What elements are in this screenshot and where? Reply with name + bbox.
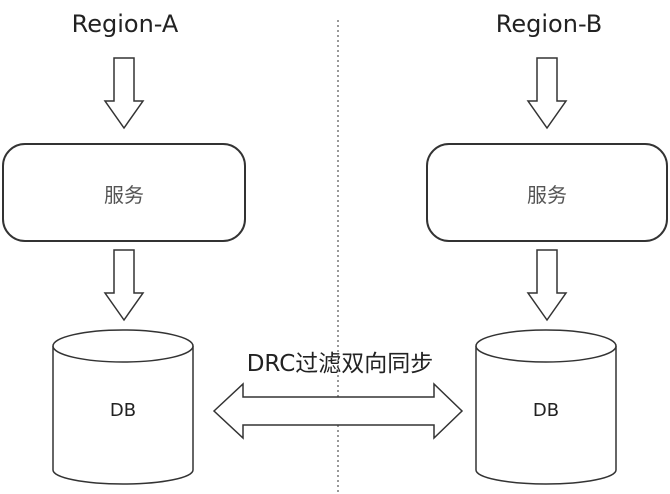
arrow-down-region-a-to-service: [103, 57, 145, 130]
arrow-down-service-to-db-a: [103, 249, 145, 322]
db-cylinder-b[interactable]: [475, 329, 617, 485]
region-b-title: Region-B: [495, 10, 603, 38]
db-b-label: DB: [532, 400, 560, 421]
sync-label: DRC过滤双向同步: [246, 351, 434, 377]
db-cylinder-a[interactable]: [52, 329, 194, 485]
arrow-down-region-b-to-service: [526, 57, 568, 130]
db-a-label: DB: [109, 400, 137, 421]
service-b-label: 服务: [527, 183, 567, 207]
region-a-title: Region-A: [71, 10, 179, 38]
service-box-a[interactable]: [2, 143, 246, 242]
service-a-label: 服务: [104, 183, 144, 207]
bidirectional-sync-arrow: [212, 382, 464, 440]
service-box-b[interactable]: [426, 143, 668, 242]
arrow-down-service-to-db-b: [526, 249, 568, 322]
